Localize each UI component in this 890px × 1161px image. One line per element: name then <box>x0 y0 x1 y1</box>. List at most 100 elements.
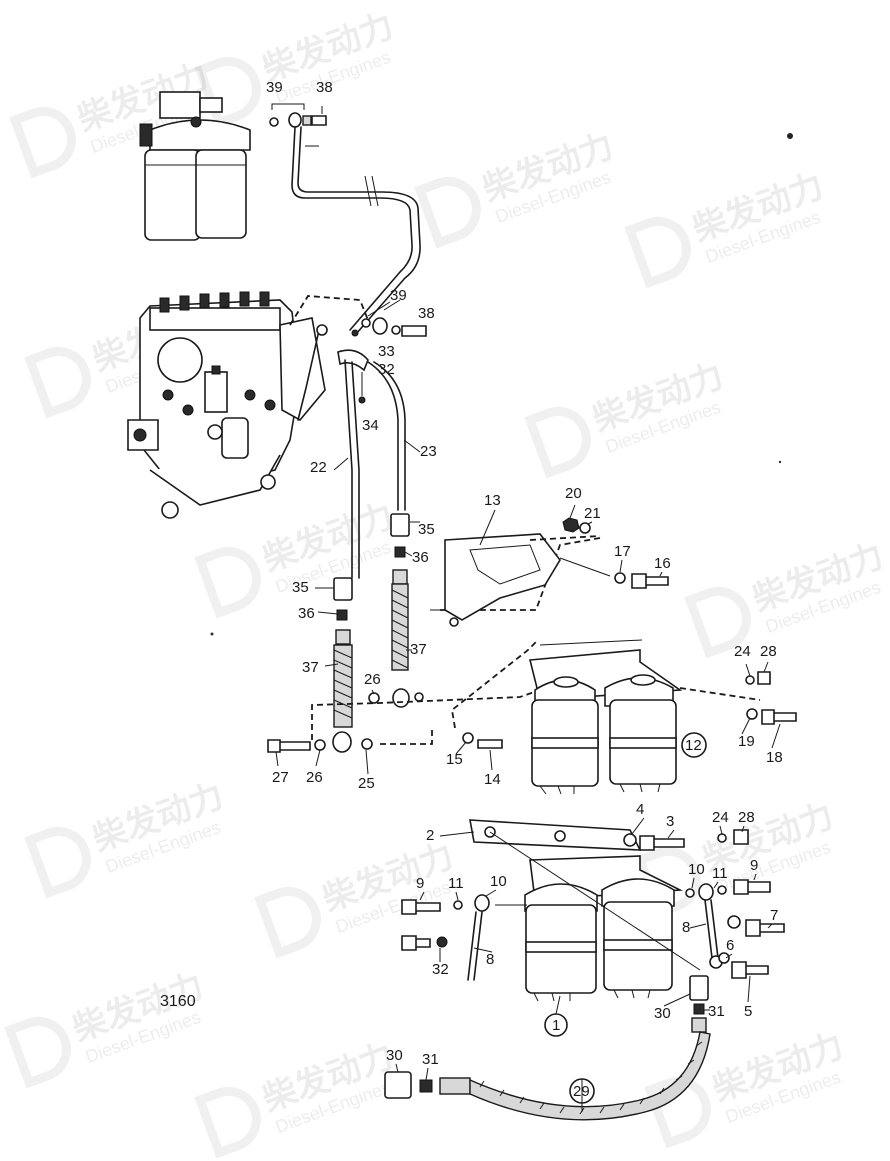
leaders-filter-1 <box>419 873 773 1003</box>
d-shape-logo-icon <box>194 56 261 129</box>
callout-36-left: 36 <box>298 605 315 622</box>
callout-9-left: 9 <box>416 875 424 892</box>
lower-hose-assembly <box>384 975 711 1121</box>
bolt-38 <box>401 325 427 337</box>
filter-12-band-right <box>609 737 677 749</box>
filter-1-band-right <box>603 939 673 951</box>
bracket-mount-right <box>260 474 276 490</box>
banjo-right-hose <box>392 688 410 708</box>
pipe-23-b <box>373 361 406 511</box>
callout-28-lower: 28 <box>738 809 755 826</box>
feed-pump-primer <box>211 365 221 375</box>
fuel-pipe-line-outer <box>297 126 421 335</box>
nut-35-right <box>390 513 410 537</box>
d-shape-logo-icon <box>414 176 481 249</box>
screw-28-upper <box>757 671 771 685</box>
pump-return-pipe <box>297 325 321 421</box>
washer-26-lower <box>314 739 326 751</box>
leaders-bracket-13 <box>479 504 663 577</box>
callout-32-top: 32 <box>378 361 395 378</box>
d-shape-logo-icon <box>9 106 76 179</box>
d-shape-logo-icon <box>194 1086 261 1159</box>
filter-12-fasteners <box>462 671 797 749</box>
assembly-dash-20 <box>529 535 601 541</box>
d-shape-logo-icon <box>24 826 91 899</box>
nut-35-left <box>333 577 353 601</box>
top-filter-bolt <box>190 116 202 128</box>
banjo-top <box>288 112 302 128</box>
d-shape-logo-icon <box>684 586 751 659</box>
pipe-8-left <box>467 911 483 981</box>
fuel-pipe-line <box>291 126 413 331</box>
callout-35-left: 35 <box>292 579 309 596</box>
callout-21: 21 <box>584 505 601 522</box>
washer-15 <box>462 732 474 744</box>
feed-pump-body <box>204 371 228 413</box>
callout-18: 18 <box>766 749 783 766</box>
watermark-3: 柴发动力 Diesel-Engines <box>414 126 619 249</box>
callout-11-right: 11 <box>712 865 728 882</box>
bracket-2 <box>469 819 685 851</box>
pump-drive-hub <box>133 428 147 442</box>
assembly-dash-hose <box>311 689 541 740</box>
bolt-5 <box>731 961 769 979</box>
washer-right-hose <box>414 692 424 702</box>
watermark-8: 柴发动力 Diesel-Engines <box>684 536 889 659</box>
callout-33: 33 <box>378 343 395 360</box>
watermark-6: 柴发动力 Diesel-Engines <box>524 356 729 479</box>
callout-29: 29 <box>573 1083 590 1100</box>
callout-4: 4 <box>636 801 644 818</box>
port-3 <box>244 389 256 401</box>
callout-38-top: 38 <box>316 79 333 96</box>
callout-39-top: 39 <box>266 79 283 96</box>
twin-filter-12 <box>528 639 761 795</box>
washer-39-right <box>391 325 401 335</box>
callout-8-right: 8 <box>682 919 690 936</box>
bolt-9-left <box>401 899 441 915</box>
filter-12-drain <box>539 783 661 795</box>
pump-mounting-bracket <box>149 454 281 506</box>
speck-2 <box>210 632 214 636</box>
callout-24-lower: 24 <box>712 809 729 826</box>
callout-17: 17 <box>614 543 631 560</box>
delivery-valve-6 <box>259 291 270 307</box>
fuel-pipe-upper <box>291 126 421 335</box>
watermark-10: 柴发动力 Diesel-Engines <box>254 836 459 959</box>
nipple-31-right <box>693 1003 705 1015</box>
port-2 <box>182 404 194 416</box>
hose-end-37-right <box>392 569 408 585</box>
top-filter-head-arm <box>199 97 223 113</box>
washer-11-right <box>717 885 727 895</box>
callout-31-left: 31 <box>422 1051 439 1068</box>
washer-25 <box>361 738 373 750</box>
washer-39-top-left <box>269 117 279 127</box>
pipe-23-a <box>367 361 399 511</box>
twin-filter-1 <box>489 831 701 1002</box>
callout-labels: 39 38 39 38 33 32 34 22 23 13 20 21 17 1… <box>266 79 783 1104</box>
bolt-9-right <box>733 879 771 895</box>
bolt-16-axis <box>559 557 611 577</box>
hose-end-37-left <box>335 629 351 645</box>
filter-1-right-fittings <box>685 829 785 979</box>
assembly-dash-bracket <box>451 639 539 729</box>
top-filter-head <box>149 119 251 151</box>
screw-33 <box>351 329 359 337</box>
bolt-14 <box>477 739 503 749</box>
washer-6 <box>718 952 730 964</box>
feed-pump-banjo <box>207 424 223 440</box>
filter-12-cap-left <box>553 676 579 688</box>
callout-30-right: 30 <box>654 1005 671 1022</box>
callout-6: 6 <box>726 937 734 954</box>
bolt-7 <box>745 919 785 937</box>
nut-20 <box>562 517 580 533</box>
d-shape-logo-icon <box>524 406 591 479</box>
top-filter-canister-left <box>144 149 201 241</box>
callout-26-upper: 26 <box>364 671 381 688</box>
pipe-8-right <box>704 899 719 959</box>
pump-top-deck <box>149 307 281 331</box>
assembly-dash-12-right <box>679 687 761 701</box>
callout-5: 5 <box>744 1003 752 1020</box>
pipe-22-b <box>351 361 360 579</box>
washer-4 <box>623 833 637 847</box>
